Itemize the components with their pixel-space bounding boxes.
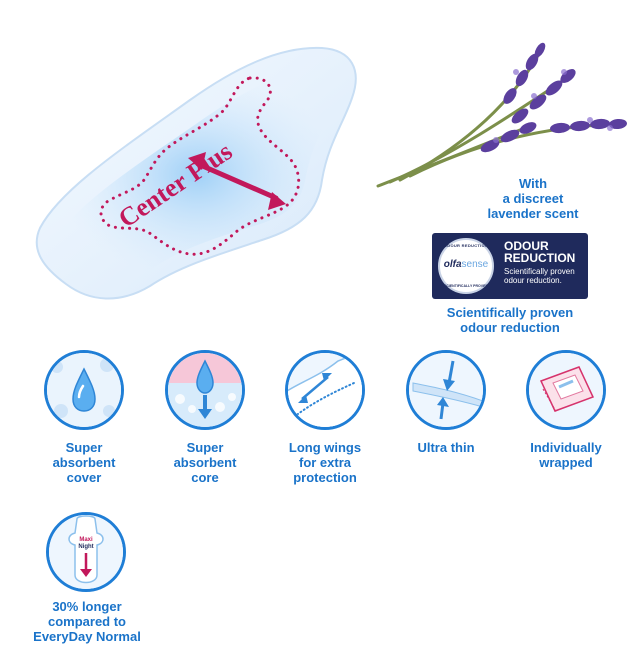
odour-reduction-caption: Scientifically proven odour reduction [446, 305, 574, 335]
double-arrow-icon [188, 152, 286, 210]
feature-label-ultra-thin: Ultra thin [417, 440, 475, 455]
absorbent-core-icon [165, 350, 245, 430]
absorbent-cover-icon [44, 350, 124, 430]
night-label: Night [78, 544, 93, 550]
maxi-label: Maxi [79, 537, 93, 543]
feature-label-long-wings: Long wings for extra protection [288, 440, 362, 485]
individually-wrapped-icon [526, 350, 606, 430]
feature-label-longer: 30% longer compared to EveryDay Normal [33, 599, 141, 644]
long-wings-icon [285, 350, 365, 430]
badge-description: Scientifically proven odour reduction. [504, 267, 575, 285]
olfasense-seal: ODOUR REDUCTION olfasense SCIENTIFICALLY… [438, 238, 494, 294]
olfasense-logo: olfasense [443, 259, 489, 270]
center-plus-pad-illustration: Center Plus [35, 46, 357, 300]
badge-title-line1: ODOUR [504, 239, 549, 253]
maxi-night-length-icon: Maxi Night [46, 512, 126, 592]
lavender-scent-caption: With a discreet lavender scent [487, 176, 579, 221]
lavender-sprig-image [376, 42, 627, 188]
feature-label-absorbent-cover: Super absorbent cover [52, 440, 116, 485]
badge-title-line2: REDUCTION [504, 251, 576, 265]
feature-label-absorbent-core: Super absorbent core [173, 440, 237, 485]
feature-label-individually-wrapped: Individually wrapped [530, 440, 602, 470]
odour-reduction-badge: ODOUR REDUCTION olfasense SCIENTIFICALLY… [432, 233, 588, 299]
ultra-thin-icon [406, 350, 486, 430]
